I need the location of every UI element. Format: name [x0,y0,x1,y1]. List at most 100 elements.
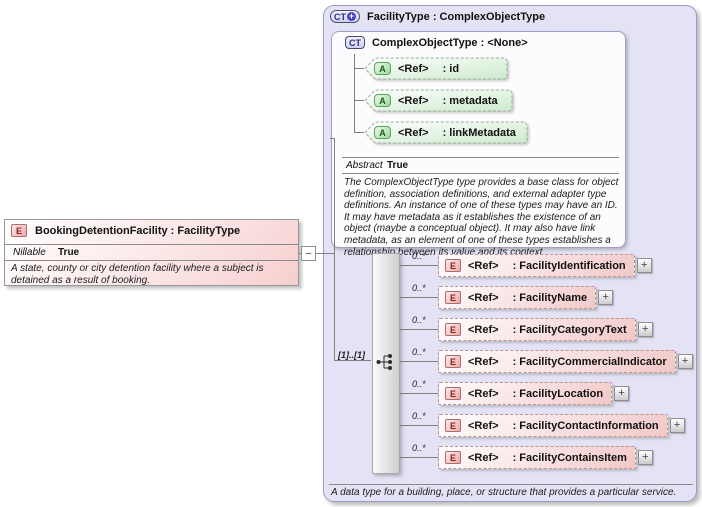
cardinality-label: 0..* [412,315,426,325]
element-badge: E [11,224,27,237]
connector-line [330,138,334,139]
element-declaration-header: E BookingDetentionFacility : FacilityTyp… [11,224,240,237]
element-box[interactable]: E <Ref> : FacilityCategoryText [438,318,636,341]
attribute-badge: A [374,94,391,107]
element-box[interactable]: E <Ref> : FacilityName [438,286,597,309]
expand-icon[interactable]: + [669,418,685,433]
connector-line [400,297,438,298]
cardinality-label: 0..* [412,379,426,389]
divider [5,244,298,245]
connector-line [299,253,334,254]
cardinality-label: 0..* [412,251,426,261]
element-badge: E [445,387,461,400]
cardinality-label: 0..* [412,347,426,357]
attribute-badge: A [374,126,391,139]
element-name: : FacilityLocation [512,387,604,400]
element-badge: E [445,419,461,432]
base-type-title: ComplexObjectType : <None> [372,36,528,49]
element-row: 0..* E <Ref> : FacilityCommercialIndicat… [400,347,693,373]
element-row: 0..* E <Ref> : FacilityIdentification + [400,251,652,277]
element-ref: <Ref> [468,419,499,432]
connector-line [400,265,438,266]
element-ref: <Ref> [468,451,499,464]
nillable-label: Nillable [13,247,46,258]
attribute-box[interactable]: A <Ref> : linkMetadata [364,121,529,144]
connector-line [400,361,438,362]
element-badge: E [445,451,461,464]
element-box[interactable]: E <Ref> : FacilityIdentification [438,254,635,277]
element-declaration-box[interactable]: E BookingDetentionFacility : FacilityTyp… [4,219,299,286]
connector-line [334,138,335,360]
attribute-name: : linkMetadata [442,126,516,139]
attribute-box[interactable]: A <Ref> : id [364,57,509,80]
element-badge: E [445,355,461,368]
attribute-ref: <Ref> [398,94,429,107]
element-box[interactable]: E <Ref> : FacilityContainsItem [438,446,636,469]
connector-line [400,457,438,458]
connector-line [354,68,364,69]
element-declaration-title: BookingDetentionFacility : FacilityType [35,224,241,237]
abstract-value: True [387,160,409,171]
expand-icon[interactable]: + [637,322,653,337]
divider [329,484,693,485]
connector-line [354,100,364,101]
base-type-description: The ComplexObjectType type provides a ba… [344,177,619,258]
element-box[interactable]: E <Ref> : FacilityLocation [438,382,613,405]
element-name: : FacilityIdentification [512,259,626,272]
element-badge: E [445,291,461,304]
connector-line [354,54,355,132]
attribute-name: : id [442,62,460,75]
expand-icon[interactable]: + [614,386,630,401]
attribute-ref: <Ref> [398,126,429,139]
complex-type-footer-description: A data type for a building, place, or st… [331,487,677,498]
sequence-icon [376,354,392,370]
element-name: : FacilityContactInformation [512,419,659,432]
sequence-bar [372,253,400,474]
divider [5,260,298,261]
attribute-ref: <Ref> [398,62,429,75]
collapse-icon[interactable]: − [301,246,316,261]
base-type-header: CT ComplexObjectType : <None> [345,36,528,49]
element-name: : FacilityContainsItem [512,451,627,464]
connector-line [334,360,371,361]
element-ref: <Ref> [468,323,499,336]
expand-icon[interactable]: + [636,258,652,273]
connector-line [400,393,438,394]
connector-line [400,425,438,426]
complex-type-title: FacilityType : ComplexObjectType [367,10,546,23]
attribute-name: : metadata [442,94,498,107]
element-row: 0..* E <Ref> : FacilityContainsItem + [400,443,653,469]
attribute-badge: A [374,62,391,75]
cardinality-label: 0..* [412,411,426,421]
complex-type-header: CT + FacilityType : ComplexObjectType [330,10,545,23]
divider [342,173,619,174]
element-declaration-description: A state, county or city detention facili… [11,263,264,286]
connector-line [400,329,438,330]
element-badge: E [445,259,461,272]
element-ref: <Ref> [468,259,499,272]
element-row: 0..* E <Ref> : FacilityName + [400,283,614,309]
element-ref: <Ref> [468,387,499,400]
connector-line [354,132,364,133]
element-ref: <Ref> [468,291,499,304]
element-name: : FacilityCommercialIndicator [512,355,667,368]
element-badge: E [445,323,461,336]
element-box[interactable]: E <Ref> : FacilityCommercialIndicator [438,350,676,373]
element-ref: <Ref> [468,355,499,368]
derived-type-icon: + [347,11,356,21]
element-box[interactable]: E <Ref> : FacilityContactInformation [438,414,668,437]
expand-icon[interactable]: + [637,450,653,465]
complex-type-badge-label: CT [334,11,346,22]
element-row: 0..* E <Ref> : FacilityContactInformatio… [400,411,685,437]
cardinality-label: 0..* [412,283,426,293]
expand-icon[interactable]: + [598,290,614,305]
element-name: : FacilityName [512,291,588,304]
divider [342,157,619,158]
element-row: 0..* E <Ref> : FacilityCategoryText + [400,315,653,341]
sequence-cardinality-label: [1]..[1] [338,350,365,360]
cardinality-label: 0..* [412,443,426,453]
expand-icon[interactable]: + [677,354,693,369]
base-type-badge: CT [345,36,365,49]
attribute-box[interactable]: A <Ref> : metadata [364,89,514,112]
